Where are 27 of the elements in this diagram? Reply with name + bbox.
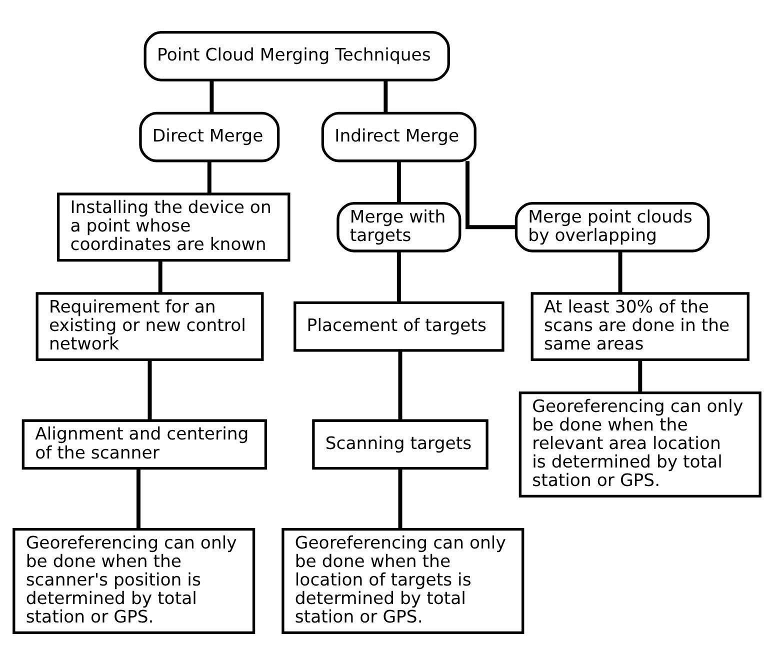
connector — [396, 161, 401, 203]
connector — [158, 260, 162, 294]
connector — [466, 161, 516, 230]
connector — [396, 251, 401, 302]
node-box: Merge point clouds by overlapping — [514, 202, 710, 252]
node-box: At least 30% of the scans are done in the same areas — [530, 292, 750, 361]
connector — [398, 468, 402, 530]
node-box: Merge with targets — [336, 202, 462, 252]
node-box: Direct Merge — [139, 112, 280, 162]
node-box: Point Cloud Merging Techniques — [144, 30, 450, 82]
node-box: Requirement for an existing or new control network — [36, 292, 264, 361]
node-box: Indirect Merge — [321, 112, 476, 162]
connector — [618, 251, 622, 294]
connector — [148, 360, 152, 420]
node-box: Georeferencing can only be done when the relevant area location is determined by total station or GPS. — [518, 391, 762, 498]
node-box: Georeferencing can only be done when the location of targets is determined by total station or GPS. — [282, 528, 524, 634]
node-box: Alignment and centering of the scanner — [22, 419, 268, 470]
node-box: Placement of targets — [294, 301, 504, 352]
connector — [207, 161, 212, 194]
connector — [136, 468, 140, 530]
node-box: Georeferencing can only be done when the scanner's position is determined by total station or GPS. — [12, 528, 256, 634]
connector — [384, 80, 388, 113]
connector — [638, 360, 642, 392]
connector — [210, 80, 214, 113]
connector — [398, 350, 402, 420]
node-box: Scanning targets — [312, 419, 488, 470]
node-box: Installing the device on a point whose coordinates are known — [56, 192, 290, 262]
